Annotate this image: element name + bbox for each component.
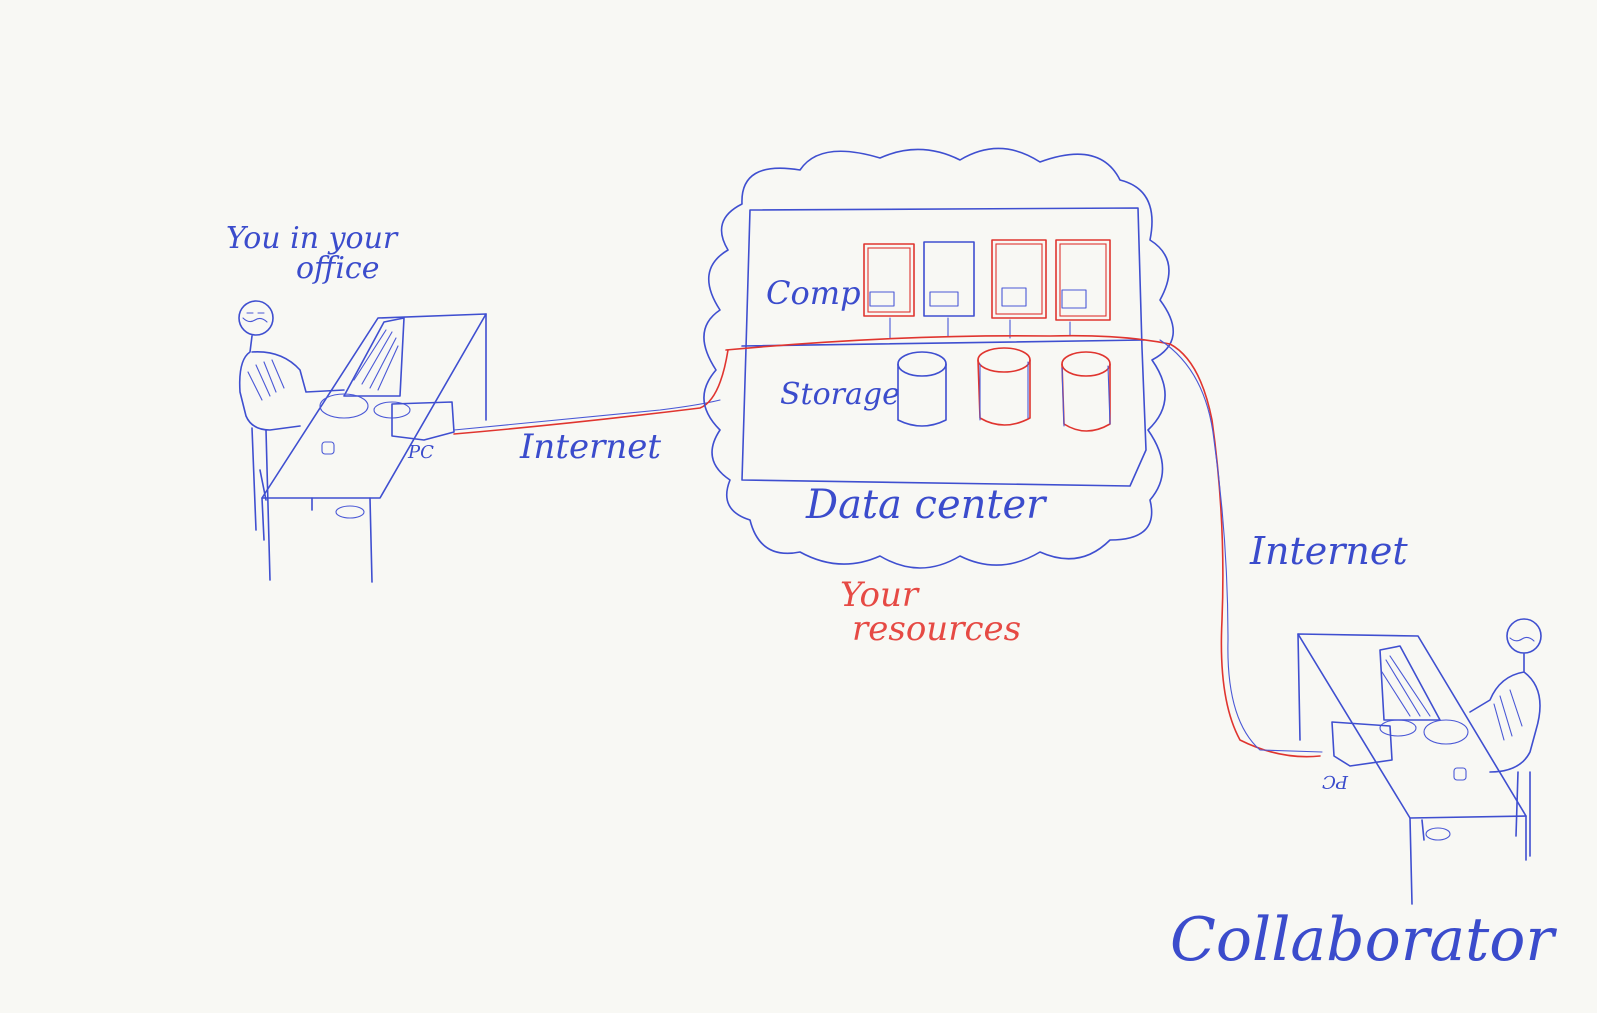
storage-1 <box>897 363 947 427</box>
storage-2 <box>977 359 1031 426</box>
person-head-right <box>1506 618 1542 654</box>
internet-link-left-red <box>453 349 729 435</box>
person-body-right <box>1469 653 1541 773</box>
storage-2-top <box>977 347 1031 373</box>
server-connectors <box>889 317 1071 339</box>
keyboard-right <box>1423 719 1469 745</box>
office-label-line1: You in your <box>226 221 399 256</box>
pc-label-right: PC <box>1322 771 1349 792</box>
glasses-icon-right <box>1509 636 1535 642</box>
chair-right <box>1515 771 1531 857</box>
chair-left <box>251 427 271 581</box>
rack-box <box>741 207 1147 487</box>
server-1-drive <box>869 291 895 307</box>
desk-legs-right <box>1297 633 1527 905</box>
office-person-group: PC <box>238 300 487 583</box>
internet-label-left: Internet <box>519 427 661 467</box>
laptop-screen-left <box>343 317 405 397</box>
glasses-icon <box>242 312 268 323</box>
foot-right <box>1425 827 1451 841</box>
storage-label: Storage <box>780 377 900 412</box>
rack-divider <box>741 339 1145 347</box>
person-shading-left <box>247 359 285 401</box>
internet-link-right-red <box>725 334 1321 758</box>
server-3 <box>991 239 1047 319</box>
laptop-screen-hatch-left <box>353 329 399 391</box>
office-label-line2: office <box>296 251 379 286</box>
data-center-cloud <box>703 147 1174 569</box>
internet-link-left-blue <box>453 399 721 431</box>
server-4 <box>1055 239 1111 321</box>
collaborator-group: PC <box>1297 618 1542 905</box>
internet-link-right-blue <box>1159 339 1323 753</box>
resources-label-line2: resources <box>852 609 1021 649</box>
keyboard-left <box>319 393 369 419</box>
foot-left <box>335 505 365 519</box>
mouse-icon-right <box>1453 767 1467 781</box>
mouse-icon-left <box>321 441 335 455</box>
internet-label-right: Internet <box>1249 529 1408 573</box>
data-center-label: Data center <box>805 482 1048 528</box>
pc-box-right <box>1331 721 1393 767</box>
resources-label-line1: Your <box>840 575 920 615</box>
server-4-drive <box>1061 289 1087 309</box>
pc-label-left: PC <box>407 442 434 463</box>
storage-1-top <box>897 351 947 377</box>
storage-3-top <box>1061 351 1111 377</box>
person-body-left <box>238 335 345 431</box>
desk-legs-left <box>261 313 487 583</box>
server-2 <box>923 241 975 317</box>
pc-box-left <box>391 401 455 441</box>
compute-servers <box>863 239 1111 339</box>
person-head-left <box>238 300 274 336</box>
compute-label: Comp <box>766 274 861 312</box>
server-3-drive <box>1001 287 1027 307</box>
collaborator-label: Collaborator <box>1170 905 1557 975</box>
storage-3 <box>1061 363 1111 432</box>
mouse-pad-right <box>1379 719 1417 737</box>
server-1 <box>863 243 915 317</box>
storage-cylinders <box>897 347 1111 432</box>
server-2-drive <box>929 291 959 307</box>
